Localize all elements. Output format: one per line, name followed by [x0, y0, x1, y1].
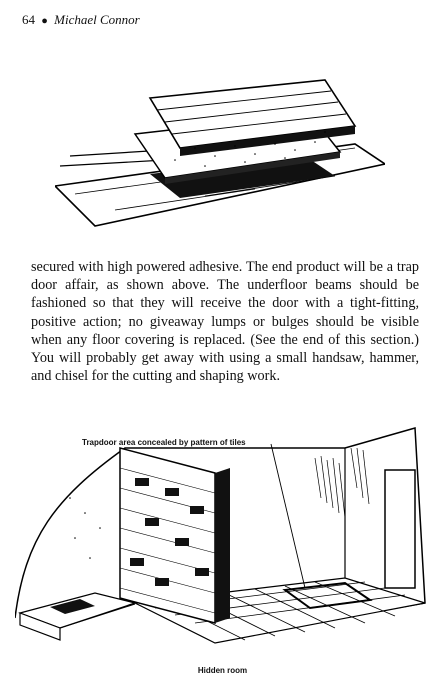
adhesive-speckles — [174, 131, 326, 167]
doorway — [384, 469, 416, 589]
brick-wall — [119, 447, 216, 624]
trapdoor-illustration — [55, 79, 385, 227]
running-head: 64 ● Michael Connor — [22, 12, 140, 28]
page-number: 64 — [22, 12, 35, 27]
room-walls — [15, 427, 426, 619]
trapdoor-area — [282, 581, 373, 610]
author-name: Michael Connor — [54, 12, 140, 27]
wall-speckles — [69, 497, 101, 559]
floor-opening — [150, 156, 335, 198]
callout-leader — [270, 443, 306, 589]
wall-hatching — [314, 447, 370, 519]
tiled-floor — [132, 577, 426, 644]
hidden-room-illustration — [15, 427, 426, 644]
hidden-room-hatch — [50, 599, 95, 614]
separator-bullet: ● — [41, 15, 48, 27]
brick-wall-edge — [215, 468, 230, 623]
figure-caption: Hidden room — [197, 666, 248, 675]
body-paragraph: secured with high powered adhesive. The … — [31, 259, 419, 385]
figure-callout: Trapdoor area concealed by pattern of ti… — [82, 438, 246, 447]
dark-bricks — [130, 478, 209, 586]
